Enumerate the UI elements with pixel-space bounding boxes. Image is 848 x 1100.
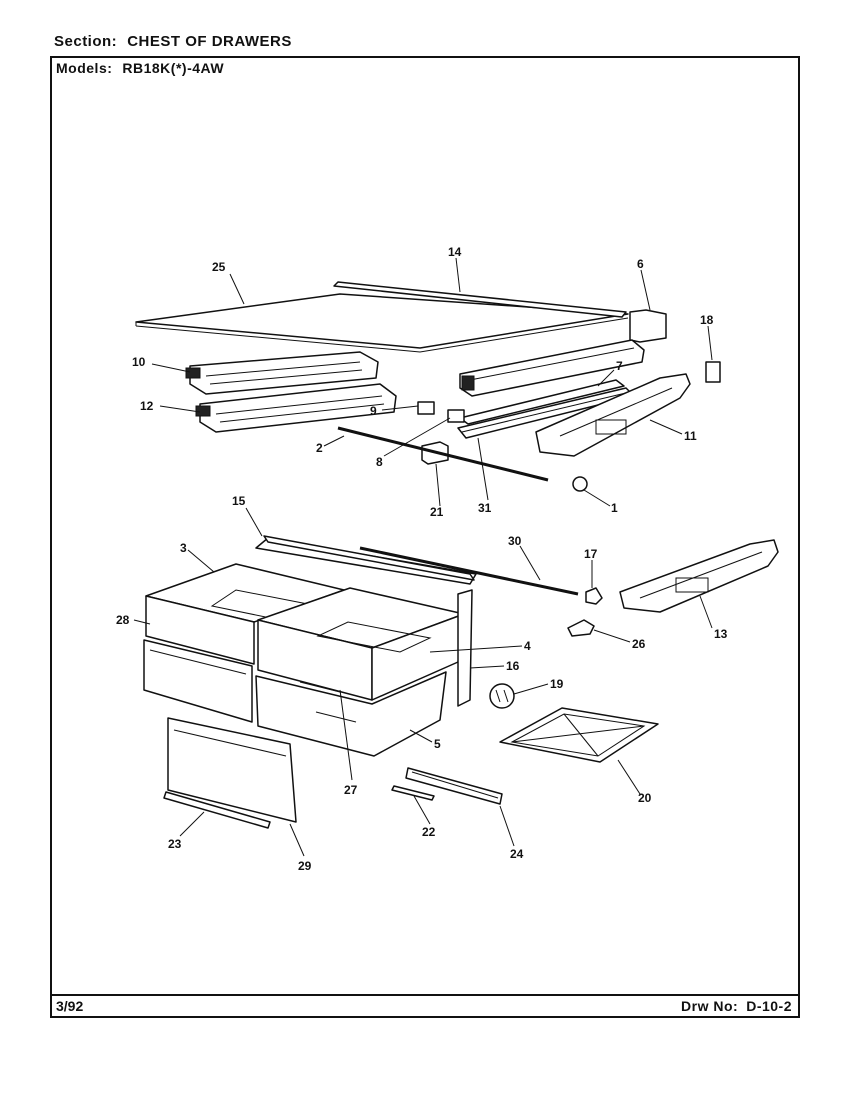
chest-cover-rear xyxy=(263,535,475,581)
callout-29: 29 xyxy=(298,859,312,873)
callout-11: 11 xyxy=(684,429,697,443)
callout-12: 12 xyxy=(140,399,154,413)
drawing-number: D-10-2 xyxy=(746,998,792,1014)
callout-20: 20 xyxy=(638,791,652,805)
callout-22: 22 xyxy=(422,825,436,839)
models-value: RB18K(*)-4AW xyxy=(122,60,225,76)
callout-13: 13 xyxy=(714,627,728,641)
right-upper-rail xyxy=(459,339,645,397)
callout-1: 1 xyxy=(611,501,618,515)
part-17-clip xyxy=(585,587,603,605)
drawing-label: Drw No: xyxy=(681,998,739,1014)
callout-5: 5 xyxy=(434,737,441,751)
part-24-slide-rail xyxy=(405,767,503,805)
part-13-right-support xyxy=(619,539,779,613)
section-line: Section: CHEST OF DRAWERS xyxy=(54,33,292,50)
models-line: Models: RB18K(*)-4AW xyxy=(56,60,224,76)
part-30-rod xyxy=(359,546,579,596)
callout-26: 26 xyxy=(632,637,646,651)
footer-rule xyxy=(52,994,798,996)
callout-18: 18 xyxy=(700,313,714,327)
callout-10: 10 xyxy=(132,355,146,369)
section-value: CHEST OF DRAWERS xyxy=(127,33,292,50)
part-7-slide-rail xyxy=(459,379,625,425)
drawing-frame: Models: RB18K(*)-4AW 3/92 Drw No: D-10-2 xyxy=(50,56,800,1018)
part-29-drawer-front xyxy=(167,717,297,823)
part-22-slide-rail xyxy=(391,785,435,801)
callout-4: 4 xyxy=(524,639,531,653)
part-16-side-frame xyxy=(457,589,473,707)
footer-drawing-number: Drw No: D-10-2 xyxy=(681,998,792,1014)
part-28-left-drawer-front xyxy=(143,639,253,723)
callout-2: 2 xyxy=(316,441,323,455)
callout-labels: 25 14 6 18 10 7 12 9 11 2 8 21 31 1 15 3… xyxy=(116,245,728,873)
callout-6: 6 xyxy=(637,257,644,271)
part-1-clip xyxy=(572,476,588,492)
callout-28: 28 xyxy=(116,613,130,627)
part-20-frame xyxy=(499,707,659,763)
callout-8: 8 xyxy=(376,455,383,469)
callout-30: 30 xyxy=(508,534,522,548)
callout-3: 3 xyxy=(180,541,187,555)
part-25-shelf-panel xyxy=(135,293,629,349)
part-19-fasteners xyxy=(489,683,515,709)
part-2-rod xyxy=(337,426,549,482)
part-11-right-support xyxy=(535,373,691,457)
part-5-lower-pan xyxy=(255,671,447,757)
callout-9: 9 xyxy=(370,404,377,418)
part-12-left-lower-rail xyxy=(195,383,397,433)
callout-17: 17 xyxy=(584,547,598,561)
section-label: Section: xyxy=(54,33,118,50)
part-18-bracket xyxy=(705,361,721,383)
part-4-right-drawer xyxy=(257,587,465,701)
callout-14: 14 xyxy=(448,245,462,259)
callout-7: 7 xyxy=(616,359,623,373)
callout-24: 24 xyxy=(510,847,524,861)
callout-31: 31 xyxy=(478,501,492,515)
part-26-latch xyxy=(567,619,595,637)
callout-25: 25 xyxy=(212,260,226,274)
callout-19: 19 xyxy=(550,677,564,691)
callout-23: 23 xyxy=(168,837,182,851)
callout-27: 27 xyxy=(344,783,358,797)
part-23-trim xyxy=(163,791,271,829)
part-9-clip xyxy=(417,401,435,415)
part-6-end-cap xyxy=(629,309,667,343)
callout-21: 21 xyxy=(430,505,444,519)
part-14-rear-trim xyxy=(333,281,627,318)
callout-15: 15 xyxy=(232,494,246,508)
models-label: Models: xyxy=(56,60,113,76)
part-8-clip xyxy=(447,409,465,423)
callout-16: 16 xyxy=(506,659,520,673)
leader-lines xyxy=(133,257,713,857)
part-10-left-upper-rail xyxy=(185,351,379,395)
footer-date: 3/92 xyxy=(56,998,84,1014)
